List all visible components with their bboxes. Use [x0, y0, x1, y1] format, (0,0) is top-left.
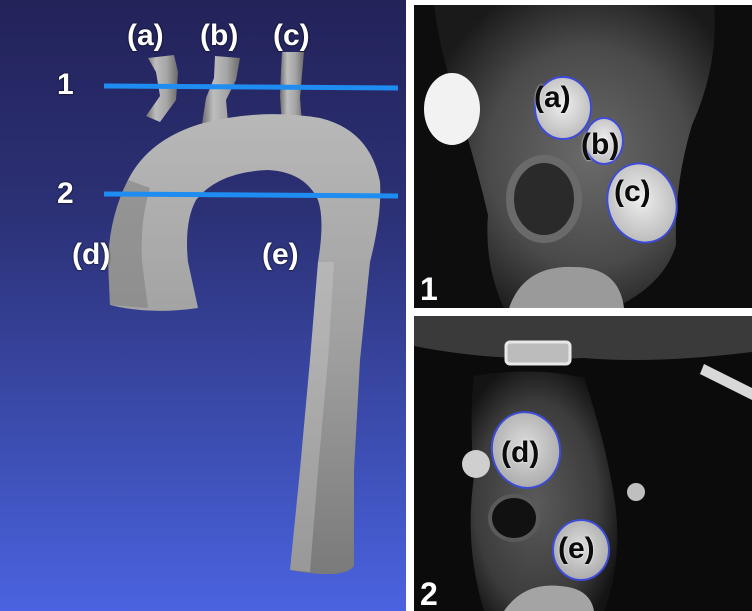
aortic-arch-and-descending-aorta: [108, 114, 380, 574]
aorta-3d-model-panel: (a) (b) (c) 1 2 (d) (e): [0, 0, 406, 611]
trachea-slice-2: [490, 496, 538, 540]
ct1-label-c: (c): [614, 177, 651, 207]
chest-wall: [414, 316, 752, 360]
aorta-model: [108, 52, 380, 574]
plane-label-1: 1: [57, 70, 74, 100]
ct1-slice-number: 1: [420, 273, 438, 305]
branch-label-b: (b): [200, 21, 238, 51]
branch-vessel-b: [202, 56, 240, 124]
ct2-slice-number: 2: [420, 578, 438, 610]
ct2-label-d: (d): [501, 438, 539, 468]
clavicle-bone: [424, 73, 480, 145]
ct-slice-2-panel: (d) (e) 2: [414, 316, 752, 611]
branch-label-c: (c): [273, 21, 310, 51]
aorta-label-d: (d): [72, 240, 110, 270]
aorta-label-e: (e): [262, 240, 299, 270]
plane-label-2: 2: [57, 179, 74, 209]
small-vessel-right: [627, 483, 645, 501]
ct2-label-e: (e): [558, 534, 595, 564]
trachea: [510, 159, 578, 239]
branch-label-a: (a): [127, 21, 164, 51]
ct-slice-2-image: [414, 316, 752, 611]
section-plane-2-line: [104, 194, 398, 196]
ct-slice-1-panel: (a) (b) (c) 1: [414, 5, 752, 308]
sternum: [506, 342, 570, 364]
section-plane-1-line: [104, 86, 398, 88]
ct1-label-a: (a): [534, 83, 571, 113]
small-vessel-left: [462, 450, 490, 478]
ct1-label-b: (b): [581, 130, 619, 160]
